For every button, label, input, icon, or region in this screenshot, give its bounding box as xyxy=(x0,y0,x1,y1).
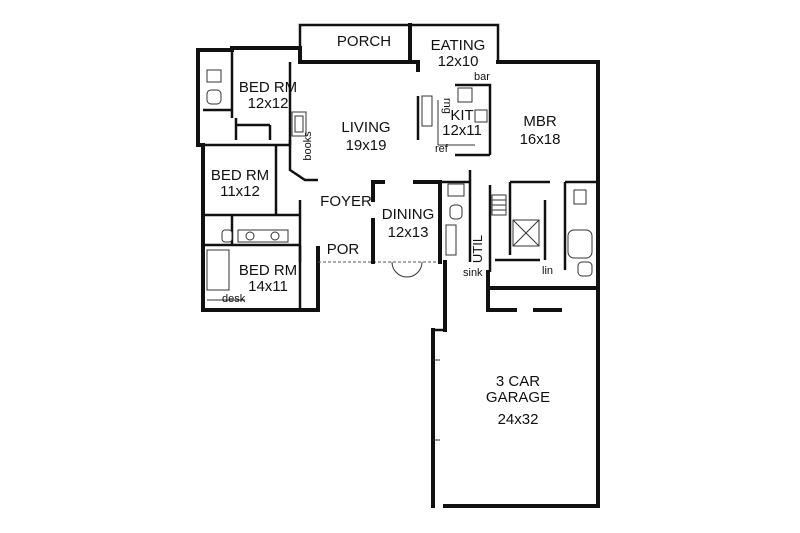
books-label: books xyxy=(302,131,314,161)
living-size: 19x19 xyxy=(346,137,387,154)
util-label: UTIL xyxy=(470,235,485,263)
mbr-size: 16x18 xyxy=(520,131,561,148)
rng-label: rng xyxy=(441,98,453,114)
bed2-label: BED RM xyxy=(211,167,269,184)
eating-label: EATING xyxy=(431,37,486,54)
sink-label: sink xyxy=(463,267,483,279)
bed1-size: 12x12 xyxy=(248,95,289,112)
por-label: POR xyxy=(327,241,360,258)
bar-label: bar xyxy=(474,71,490,83)
kit-label: KIT xyxy=(450,107,473,124)
interior-walls xyxy=(203,50,598,310)
porch-label: PORCH xyxy=(337,33,391,50)
garage-size: 24x32 xyxy=(498,411,539,428)
bed2-size: 11x12 xyxy=(220,183,260,200)
living-label: LIVING xyxy=(341,119,390,136)
foyer-label: FOYER xyxy=(320,193,372,210)
eating-size: 12x10 xyxy=(438,53,479,70)
bed3-size: 14x11 xyxy=(248,278,288,295)
lin-label: lin xyxy=(542,265,553,277)
fixtures xyxy=(206,69,593,441)
ref-label: ref xyxy=(435,143,449,155)
desk-label: desk xyxy=(222,293,246,305)
garage-label-line1: 3 CAR xyxy=(496,373,540,390)
mbr-label: MBR xyxy=(523,113,557,130)
garage-label-line2: GARAGE xyxy=(486,389,550,406)
bed1-label: BED RM xyxy=(239,79,297,96)
room-labels: PORCH EATING 12x10 bar KIT 12x11 rng ref… xyxy=(211,33,561,428)
bed3-label: BED RM xyxy=(239,262,297,279)
dining-size: 12x13 xyxy=(388,224,429,241)
dining-label: DINING xyxy=(382,206,435,223)
kit-size: 12x11 xyxy=(442,122,482,139)
